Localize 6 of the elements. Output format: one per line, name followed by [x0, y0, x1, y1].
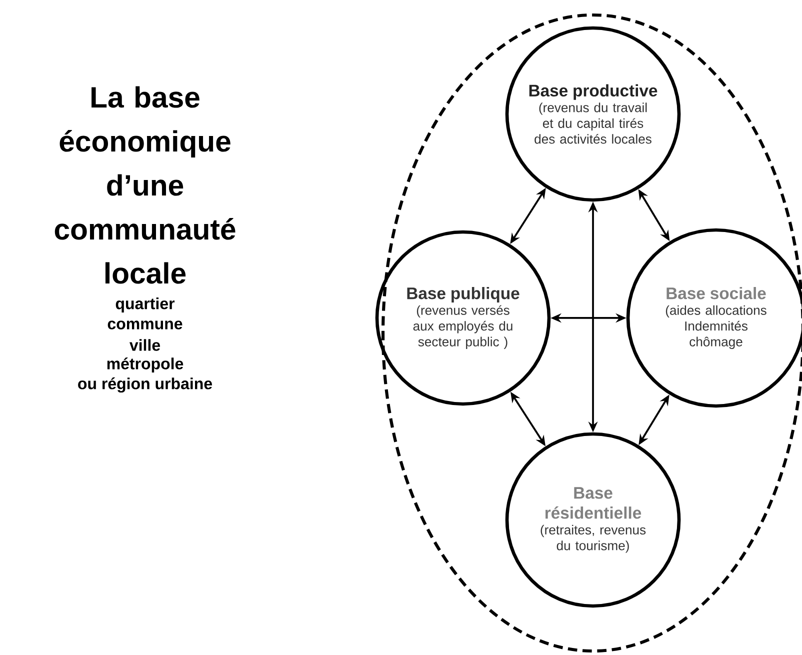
place-label: quartier: [116, 298, 175, 312]
place-label: ville: [130, 339, 160, 351]
place-label: métropole: [107, 357, 184, 373]
place-label: commune: [108, 320, 182, 330]
place-label: ou région urbaine: [78, 377, 212, 393]
title: La base économique d’une communauté locale: [54, 86, 236, 284]
